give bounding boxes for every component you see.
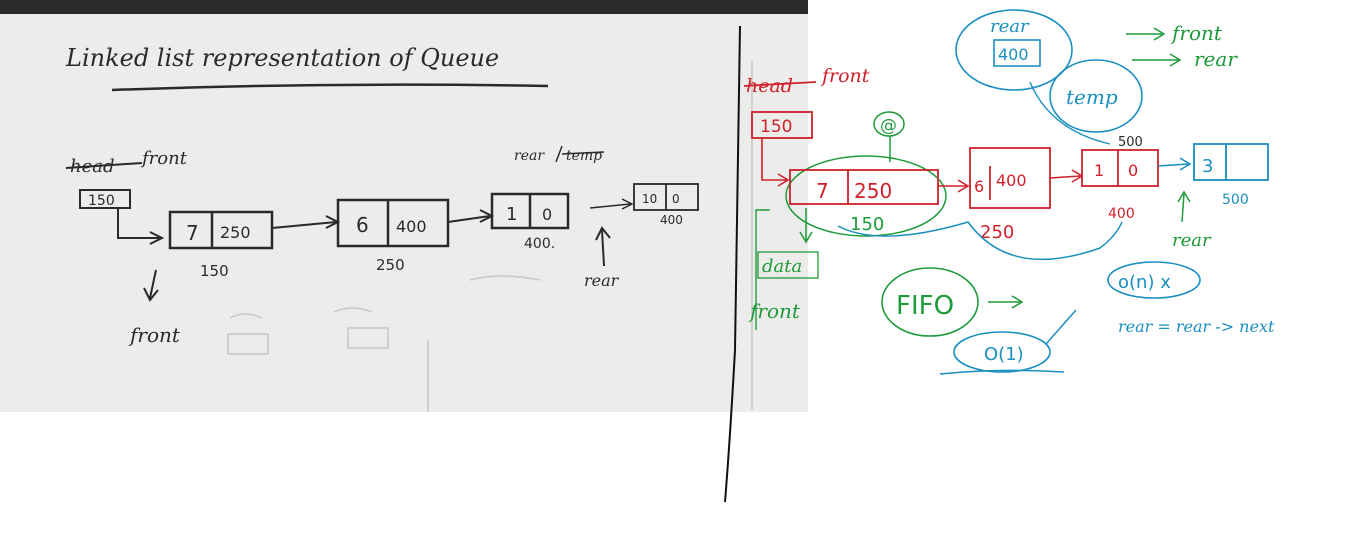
wb-node-4-addr: 500 [1222, 192, 1249, 208]
wb-o1-underline [939, 309, 1077, 375]
photo-node-1: 7 250 150 [168, 210, 274, 280]
node-1-next: 250 [220, 223, 251, 242]
wb-node-1-data: 7 [816, 179, 829, 203]
photo-rear-arrow-label: rear [584, 271, 620, 290]
wb-node-3-data: 1 [1094, 161, 1104, 180]
wb-temp-label: temp [1066, 85, 1118, 109]
arrow-3-4 [589, 198, 634, 210]
wb-on-label: o(n) x [1118, 272, 1171, 293]
title-underline [111, 83, 549, 92]
head-box [79, 189, 131, 209]
wb-at-circle [873, 111, 905, 137]
node-3-addr: 400. [524, 236, 555, 252]
wb-head-label: head [746, 75, 793, 97]
wb-note-arrow-2 [1132, 53, 1182, 67]
wb-data-label: data [762, 256, 802, 277]
wb-fifo-arrow [988, 295, 1024, 309]
wb-node-3-next: 0 [1128, 161, 1138, 180]
wb-note-arrow-1 [1126, 27, 1166, 41]
wb-left-bracket [755, 209, 770, 330]
wb-node-2: 6 400 250 [969, 147, 1051, 243]
wb-arrow-1-2 [938, 179, 970, 193]
wb-data-box [757, 251, 819, 279]
photo-temp-label: temp [566, 148, 602, 164]
photo-node-3: 1 0 400. [490, 192, 570, 252]
wb-node-4-data: 3 [1202, 156, 1213, 177]
photo-front-label: front [140, 148, 188, 169]
wb-front-label: front [820, 65, 870, 87]
wb-head-box-value: 150 [760, 117, 792, 137]
node-3-data: 1 [506, 204, 517, 225]
wb-node-4: 3 500 [1193, 143, 1269, 208]
photo-node-4: 10 0 400 [633, 183, 699, 227]
wb-at-label: @ [880, 116, 897, 136]
wb-head-arrow [761, 138, 790, 187]
wb-arrow-3-4 [1157, 157, 1192, 171]
head-box-value: 150 [88, 193, 115, 209]
head-arrow-tip [149, 231, 165, 245]
wb-fifo-ellipse [881, 267, 979, 337]
wb-node-1-next: 250 [854, 179, 892, 203]
wb-data-arrow [799, 208, 813, 244]
wb-node-2-data: 6 [974, 177, 984, 196]
wb-rear-bubble [955, 9, 1073, 91]
wb-arrow-2-3 [1049, 169, 1084, 183]
wb-node-3-addr: 400 [1108, 206, 1135, 222]
node-4-data: 10 [642, 192, 657, 206]
wb-rear-bubble-tail [1029, 81, 1111, 145]
node-4-addr: 400 [660, 213, 683, 227]
wb-o1-label: O(1) [984, 344, 1024, 365]
node-3-next: 0 [542, 205, 552, 224]
node-2-addr: 250 [376, 256, 405, 274]
wb-note-1: front [1170, 21, 1223, 45]
wb-node-3-top: 500 [1118, 135, 1143, 150]
wb-rear-bubble-label: rear [990, 16, 1030, 37]
paper-photo [0, 14, 808, 412]
photo-title: Linked list representation of Queue [65, 44, 499, 72]
rear-up-arrow [595, 226, 611, 267]
wb-front-bottom: front [748, 299, 801, 323]
wb-rear-bubble-value: 400 [998, 45, 1029, 64]
wb-node-1-addr: 150 [850, 214, 884, 235]
node-4-next: 0 [672, 192, 680, 206]
temp-strike [561, 151, 605, 155]
photo-title-group: Linked list representation of Queue [65, 44, 549, 92]
head-strike [65, 162, 143, 169]
wb-note-2: rear [1194, 47, 1238, 71]
wb-node-1: 7 250 [789, 169, 939, 205]
front-down-arrow [143, 269, 159, 302]
head-arrow [117, 208, 160, 239]
photo-front-below-label: front [128, 323, 181, 347]
wb-node-3: 1 0 400 500 [1081, 135, 1159, 222]
wb-node-2-next: 400 [996, 171, 1027, 190]
wb-node1-circle [785, 155, 947, 237]
wb-curve-under [837, 221, 1123, 261]
wb-rear-up-arrow [1177, 190, 1191, 223]
wb-fifo-label: FIFO [896, 291, 954, 321]
node-2-data: 6 [356, 213, 369, 237]
wb-o1-ellipse [953, 331, 1051, 373]
wb-on-ellipse [1107, 261, 1201, 299]
wb-node-2-addr: 250 [980, 222, 1014, 243]
photo-node-2: 6 400 250 [336, 198, 450, 274]
node-2-next: 400 [396, 217, 427, 236]
wb-rear-label: rear [1172, 230, 1212, 251]
wb-temp-bubble [1049, 59, 1143, 133]
divider-line [724, 25, 741, 503]
rear-slash [555, 145, 563, 163]
node-1-addr: 150 [200, 262, 229, 280]
wb-rear-bubble-box [993, 39, 1041, 67]
wb-head-box [751, 111, 813, 139]
wb-expression: rear = rear -> next [1118, 317, 1275, 336]
photo-top-shadow [0, 0, 808, 14]
photo-rear-label: rear [514, 148, 545, 164]
node-1-data: 7 [186, 221, 199, 245]
wb-head-strike [743, 81, 817, 87]
